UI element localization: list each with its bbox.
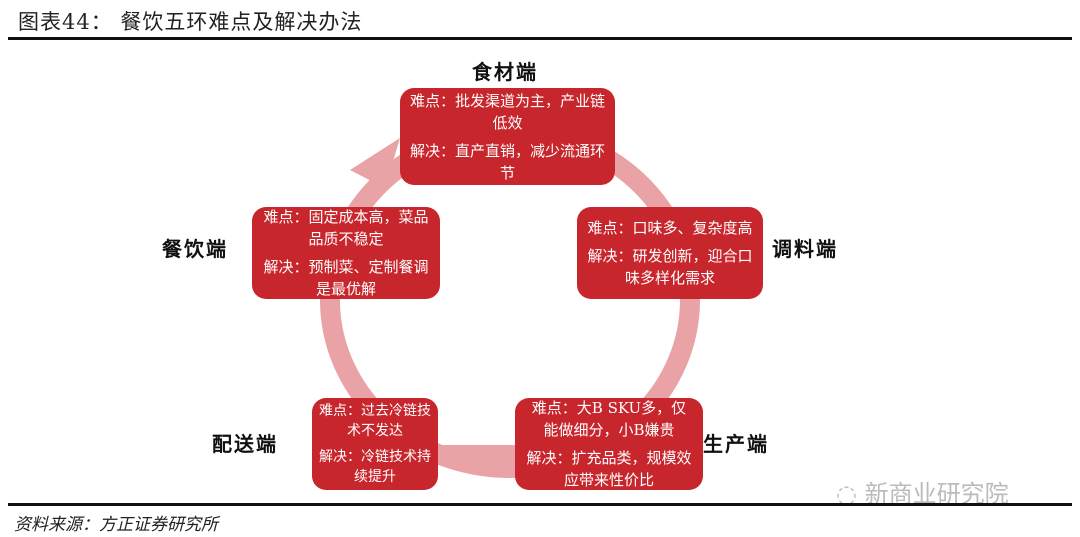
node-box-production: 难点：大B SKU多，仅能做细分，小B嫌贵 解决：扩充品类，规模效应带来性价比 — [515, 398, 703, 490]
node-box-catering: 难点：固定成本高，菜品品质不稳定 解决：预制菜、定制餐调是最优解 — [252, 207, 440, 299]
label-ingredients: 食材端 — [472, 60, 538, 84]
label-catering: 餐饮端 — [162, 237, 228, 261]
node-box-seasoning: 难点：口味多、复杂度高 解决：研发创新，迎合口味多样化需求 — [577, 207, 763, 299]
difficulty-text: 难点：过去冷链技术不发达 — [319, 403, 431, 439]
top-rule — [8, 37, 1072, 40]
arrow-head-icon — [350, 138, 400, 188]
node-box-ingredients: 难点：批发渠道为主，产业链低效 解决：直产直销，减少流通环节 — [400, 88, 615, 185]
difficulty-text: 难点：口味多、复杂度高 — [587, 219, 753, 237]
label-delivery: 配送端 — [212, 432, 278, 456]
difficulty-text: 难点：大B SKU多，仅能做细分，小B嫌贵 — [531, 399, 687, 439]
figure-title: 图表44： 餐饮五环难点及解决办法 — [18, 10, 363, 34]
solution-text: 解决：直产直销，减少流通环节 — [410, 141, 606, 182]
difficulty-text: 难点：批发渠道为主，产业链低效 — [410, 91, 606, 132]
source-note: 资料来源：方正证券研究所 — [14, 515, 218, 535]
bottom-rule — [8, 503, 1072, 506]
solution-text: 解决：预制菜、定制餐调是最优解 — [263, 258, 429, 298]
solution-text: 解决：扩充品类，规模效应带来性价比 — [526, 449, 692, 489]
wechat-icon: ◌ — [836, 480, 865, 508]
node-box-delivery: 难点：过去冷链技术不发达 解决：冷链技术持续提升 — [312, 398, 438, 490]
ring-connector — [430, 445, 520, 465]
label-production: 生产端 — [703, 432, 769, 456]
solution-text: 解决：冷链技术持续提升 — [319, 449, 431, 485]
difficulty-text: 难点：固定成本高，菜品品质不稳定 — [263, 208, 429, 248]
label-seasoning: 调料端 — [772, 237, 838, 261]
solution-text: 解决：研发创新，迎合口味多样化需求 — [587, 247, 753, 287]
